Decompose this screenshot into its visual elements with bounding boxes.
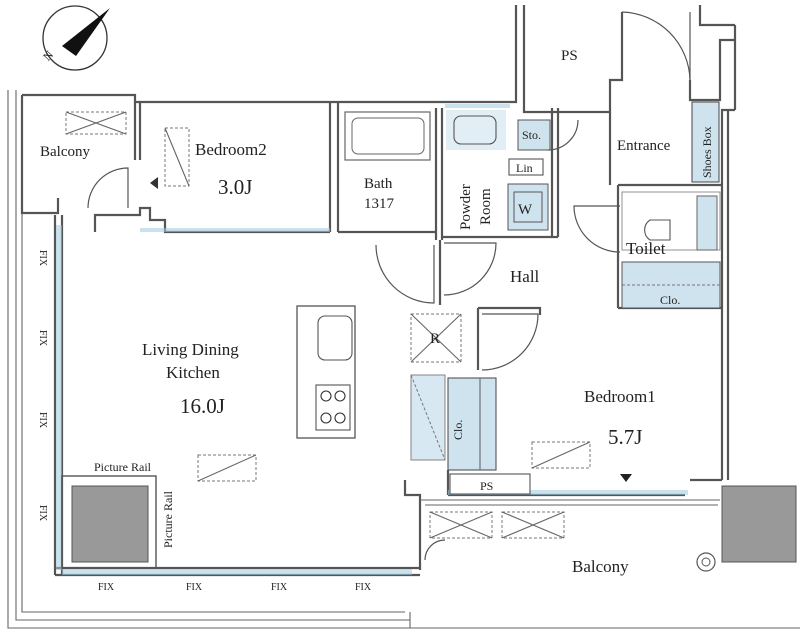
hall-door[interactable]: [443, 242, 497, 296]
ldk-label-line2: Kitchen: [166, 363, 220, 382]
fix-left-label-4: FIX: [37, 505, 48, 522]
washer-label: W: [518, 202, 533, 218]
powder-room-label-line2: Room: [478, 188, 494, 225]
bedroom1-closet-label: Clo.: [451, 420, 465, 440]
fix-bottom-label-4: FIX: [355, 582, 372, 593]
balcony-bottom-label: Balcony: [572, 557, 629, 576]
outer-lines: [7, 90, 800, 629]
drain-icon: [696, 552, 716, 572]
bedroom1-marker-icon: [620, 474, 632, 482]
kitchen-island: [296, 305, 356, 439]
balcony-top-label: Balcony: [40, 144, 90, 160]
bedroom2-marker-icon: [150, 177, 158, 189]
compass-north-label: N: [40, 48, 56, 64]
refrigerator-label: R: [430, 331, 440, 347]
ps-top-label: PS: [561, 48, 578, 64]
ldk-ac-unit: [197, 454, 257, 482]
vanity-sink: [453, 115, 497, 145]
fix-bottom-label-3: FIX: [271, 582, 288, 593]
balcony-top-door[interactable]: [87, 167, 129, 209]
bath-label: Bath: [364, 176, 393, 192]
bedroom2-label: Bedroom2: [195, 140, 267, 159]
balcony-column: [721, 485, 797, 563]
bath-door[interactable]: [375, 244, 435, 304]
linen-box: [508, 158, 544, 176]
bath-size: 1317: [364, 196, 395, 212]
toilet-closet-label: Clo.: [660, 293, 680, 307]
compass-circle: [42, 5, 108, 71]
picture-rail-column: [61, 475, 157, 569]
fix-left-label-2: FIX: [37, 330, 48, 347]
kitchen-sink: [317, 315, 353, 361]
picture-rail-vertical-label: Picture Rail: [161, 490, 175, 548]
refrigerator-space: [410, 313, 462, 363]
bedroom1-door[interactable]: [481, 313, 539, 371]
bedroom1-closet: [447, 377, 497, 471]
bedroom1-ac-unit: [531, 441, 591, 469]
toilet-fixture: [644, 219, 671, 241]
bathtub: [344, 111, 431, 161]
balcony-bottom-ac-unit-2: [501, 511, 565, 539]
fix-left-label-1: FIX: [37, 250, 48, 267]
lin-label: Lin: [516, 161, 533, 175]
fix-bottom-label-1: FIX: [98, 582, 115, 593]
picture-rail-horizontal-label: Picture Rail: [94, 460, 152, 474]
toilet-label: Toilet: [626, 239, 666, 258]
cooktop: [315, 384, 351, 431]
ps-bottom-box: [449, 473, 531, 495]
fix-left-label-3: FIX: [37, 412, 48, 429]
entrance-door[interactable]: [621, 11, 691, 81]
sto-label: Sto.: [522, 128, 541, 142]
fix-bottom-label-2: FIX: [186, 582, 203, 593]
ldk-area: 16.0J: [180, 394, 225, 418]
compass-needle-icon: [62, 8, 110, 56]
bedroom1-area: 5.7J: [608, 425, 642, 449]
ldk-label-line1: Living Dining: [142, 340, 239, 359]
windows: [56, 104, 688, 575]
bedroom2-area: 3.0J: [218, 175, 252, 199]
entrance-label: Entrance: [617, 138, 671, 154]
balcony-bottom-ac-unit-1: [429, 511, 493, 539]
shoes-box-label: Shoes Box: [700, 126, 714, 178]
bedroom1-label: Bedroom1: [584, 387, 656, 406]
structural-column: [71, 485, 149, 563]
toilet-door[interactable]: [573, 205, 621, 253]
ldk-balcony-door[interactable]: [424, 539, 446, 561]
balcony-top-ac-unit: [65, 111, 127, 135]
shoes-box: [691, 101, 720, 183]
hall-label: Hall: [510, 267, 540, 286]
powder-room-label-line1: Powder: [458, 184, 474, 230]
ps-bottom-label: PS: [480, 479, 493, 493]
compass: N: [40, 5, 110, 71]
bedroom2-ac-unit: [164, 127, 190, 187]
storage-box: [517, 119, 551, 151]
